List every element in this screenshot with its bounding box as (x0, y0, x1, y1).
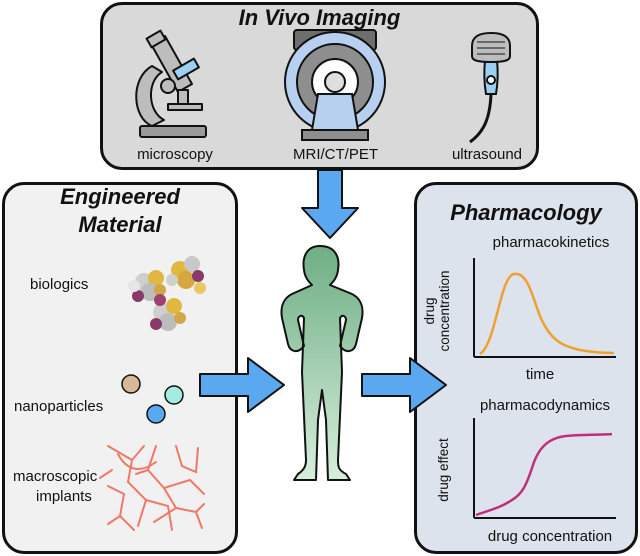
pk-xlabel: time (525, 366, 555, 383)
nanoparticles-label: nanoparticles (14, 398, 104, 415)
microscopy-label: microscopy (137, 146, 213, 163)
microscope-icon (135, 29, 207, 138)
mri-ct-pet-label: MRI/CT/PET (293, 146, 378, 163)
material-title-line2: Material (78, 212, 162, 237)
pd-plot (473, 418, 616, 519)
implants-label-line2: implants (36, 488, 92, 505)
biologics-label: biologics (30, 276, 89, 293)
imaging-title: In Vivo Imaging (238, 5, 401, 30)
nanoparticle (121, 374, 141, 394)
arrow-right-right (361, 357, 447, 413)
scanner-icon (284, 29, 386, 141)
implant-mesh-icon (99, 445, 205, 531)
protein-icon (128, 256, 206, 331)
material-title-line1: Engineered (60, 184, 180, 209)
ultrasound-label: ultrasound (451, 146, 523, 163)
nanoparticle (146, 404, 166, 424)
pd-title: pharmacodynamics (479, 397, 611, 414)
protein-cluster-1 (128, 270, 166, 302)
ultrasound-probe-icon (469, 31, 511, 144)
pd-curve (475, 432, 613, 517)
nanoparticles-icon (121, 374, 184, 424)
pharmacology-title: Pharmacology (450, 200, 602, 225)
pk-title: pharmacokinetics (492, 234, 610, 251)
protein-cluster-2 (166, 256, 206, 294)
protein-cluster-3 (150, 294, 186, 331)
arrow-down (301, 169, 359, 239)
pd-xlabel: drug concentration (487, 528, 613, 545)
arrow-right-left (199, 357, 285, 413)
pharmacology-panel (414, 182, 638, 554)
pk-plot (473, 258, 616, 358)
implants-label-line1: macroscopic (13, 468, 98, 485)
nanoparticle (164, 385, 184, 405)
pk-curve (479, 272, 615, 356)
